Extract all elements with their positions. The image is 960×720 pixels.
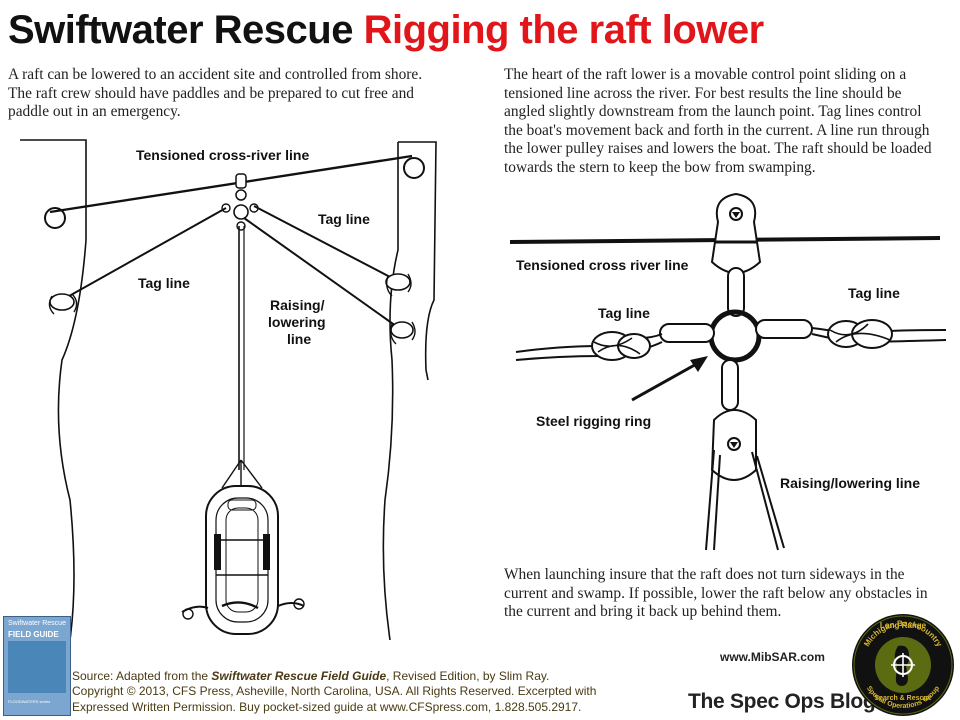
steel-rigging-ring — [708, 309, 762, 363]
label-raising-lowering-line: Raising/lowering line — [780, 475, 920, 491]
sar-badge-logo: Michigan Backcountry Long Range Special … — [852, 614, 954, 716]
label-cross-line: Tensioned cross-river line — [136, 147, 309, 163]
left-bank-handler — [48, 293, 78, 315]
website-url[interactable]: www.MibSAR.com — [720, 650, 825, 664]
label-detail-tag-line-right: Tag line — [848, 285, 900, 301]
source-line-1: Source: Adapted from the Swiftwater Resc… — [72, 669, 550, 683]
label-tag-line-left: Tag line — [138, 275, 190, 291]
tag-line-left — [61, 207, 227, 301]
tensioned-cross-line — [49, 154, 413, 214]
label-detail-cross-line: Tensioned cross river line — [516, 257, 689, 273]
tag-line-right-lower — [243, 217, 397, 327]
label-raising-3: line — [287, 331, 311, 347]
label-tag-line-right: Tag line — [318, 211, 370, 227]
label-steel-ring: Steel rigging ring — [536, 413, 651, 429]
left-carabiner — [659, 323, 715, 343]
raising-line-left-leg — [705, 449, 715, 551]
right-riverbank — [398, 141, 437, 381]
control-point-detail-diagram: Tensioned cross river line Tag line Tag … — [509, 192, 947, 551]
ring-pointer-arrow — [631, 360, 701, 402]
source-line-2: Copyright © 2013, CFS Press, Asheville, … — [72, 684, 597, 699]
right-carabiner — [755, 319, 813, 339]
raising-line-right-leg — [751, 451, 779, 551]
control-point-paragraph: The heart of the raft lower is a movable… — [504, 66, 932, 176]
book-cover-photo — [8, 641, 66, 693]
svg-text:Search & Rescue: Search & Rescue — [874, 695, 931, 702]
lower-carabiner — [721, 359, 739, 411]
source-credit: Source: Adapted from the Swiftwater Resc… — [72, 669, 672, 715]
upper-pulley — [710, 192, 762, 274]
book-cover-subtitle: FIELD GUIDE — [8, 630, 59, 639]
raft-lower-overview-diagram: Tensioned cross-river line Tag line Tag … — [20, 139, 437, 641]
right-figure-eight-knot — [827, 319, 893, 349]
right-bank-handler-upper — [385, 273, 412, 297]
control-point-pulley — [221, 173, 259, 231]
title-sub: Rigging the raft lower — [363, 8, 765, 52]
right-bank-handler-lower — [389, 321, 416, 345]
page-title: Swiftwater Rescue Rigging the raft lower — [8, 6, 764, 54]
book-cover-series: FLOODWATERS series — [8, 699, 51, 704]
raft-bridle — [221, 459, 263, 489]
svg-text:Long Range: Long Range — [880, 621, 927, 630]
title-main: Swiftwater Rescue — [8, 8, 353, 52]
left-figure-eight-knot — [591, 331, 651, 361]
raft — [205, 485, 279, 635]
raft-crew — [181, 598, 305, 620]
tag-line-right-upper — [253, 205, 393, 279]
book-cover-title: Swiftwater Rescue — [8, 620, 66, 627]
upper-carabiner — [727, 267, 745, 317]
label-detail-tag-line-left: Tag line — [598, 305, 650, 321]
left-anchor-tree — [44, 207, 66, 229]
label-raising-1: Raising/ — [270, 297, 325, 313]
field-guide-book-cover: Swiftwater Rescue FIELD GUIDE FLOODWATER… — [3, 616, 71, 716]
right-anchor-tree — [403, 157, 425, 179]
launch-paragraph: When launching insure that the raft does… — [504, 566, 928, 621]
blog-name: The Spec Ops Blog — [688, 690, 876, 713]
intro-paragraph: A raft can be lowered to an accident sit… — [8, 66, 423, 121]
label-raising-2: lowering — [268, 314, 326, 330]
left-riverbank — [20, 139, 87, 641]
source-line-3: Expressed Written Permission. Buy pocket… — [72, 699, 582, 714]
